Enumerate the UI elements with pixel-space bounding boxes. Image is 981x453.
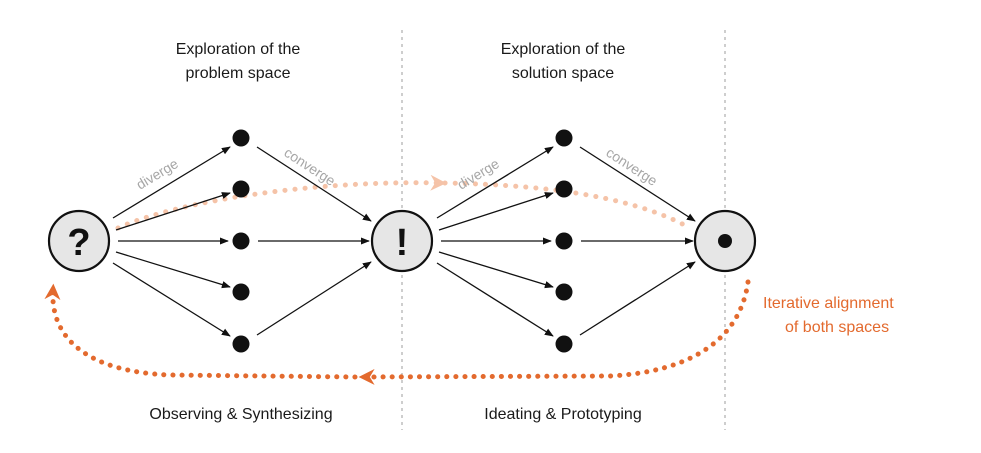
idea-dot [232,335,250,353]
idea-dot [555,232,573,250]
alignment-label-line2: of both spaces [785,319,889,336]
alignment-loop-left [44,283,358,380]
idea-dot [555,283,573,301]
target-center-dot [718,234,732,248]
idea-dot [555,180,573,198]
solution-space-header-line2: solution space [512,65,614,82]
phase-label-observing: Observing & Synthesizing [149,406,332,423]
idea-dot [555,335,573,353]
converge-arrows-left [256,146,372,336]
question-mark-icon [47,209,111,273]
converge-arrows-right [579,146,696,336]
idea-dots-problem [232,129,250,353]
problem-node-symbol: ? [67,222,90,264]
alignment-arc-top-left [115,174,447,231]
idea-dot [232,283,250,301]
phase-label-ideating: Ideating & Prototyping [484,406,641,423]
alignment-loop-right [358,279,751,385]
idea-dot [232,180,250,198]
converge-label-right: converge [603,144,660,189]
insight-node: ! [370,209,434,273]
converge-label-left: converge [281,144,338,189]
alignment-label-line1: Iterative alignment [763,295,894,312]
problem-space-header-line2: problem space [186,65,291,82]
solution-node [693,209,757,273]
problem-space-header-line1: Exploration of the [176,41,301,58]
idea-dot [555,129,573,147]
alignment-arc-top-right [442,180,693,231]
solution-space-header-line1: Exploration of the [501,41,626,58]
problem-node: ? [47,209,111,273]
idea-dot [232,232,250,250]
idea-dot [232,129,250,147]
idea-dots-solution [555,129,573,353]
diverge-label-left: diverge [133,155,181,192]
insight-node-symbol: ! [396,222,409,264]
diverge-arrows-left [112,146,231,337]
exclamation-mark-icon [370,209,434,273]
diverge-arrows-right [436,146,554,337]
